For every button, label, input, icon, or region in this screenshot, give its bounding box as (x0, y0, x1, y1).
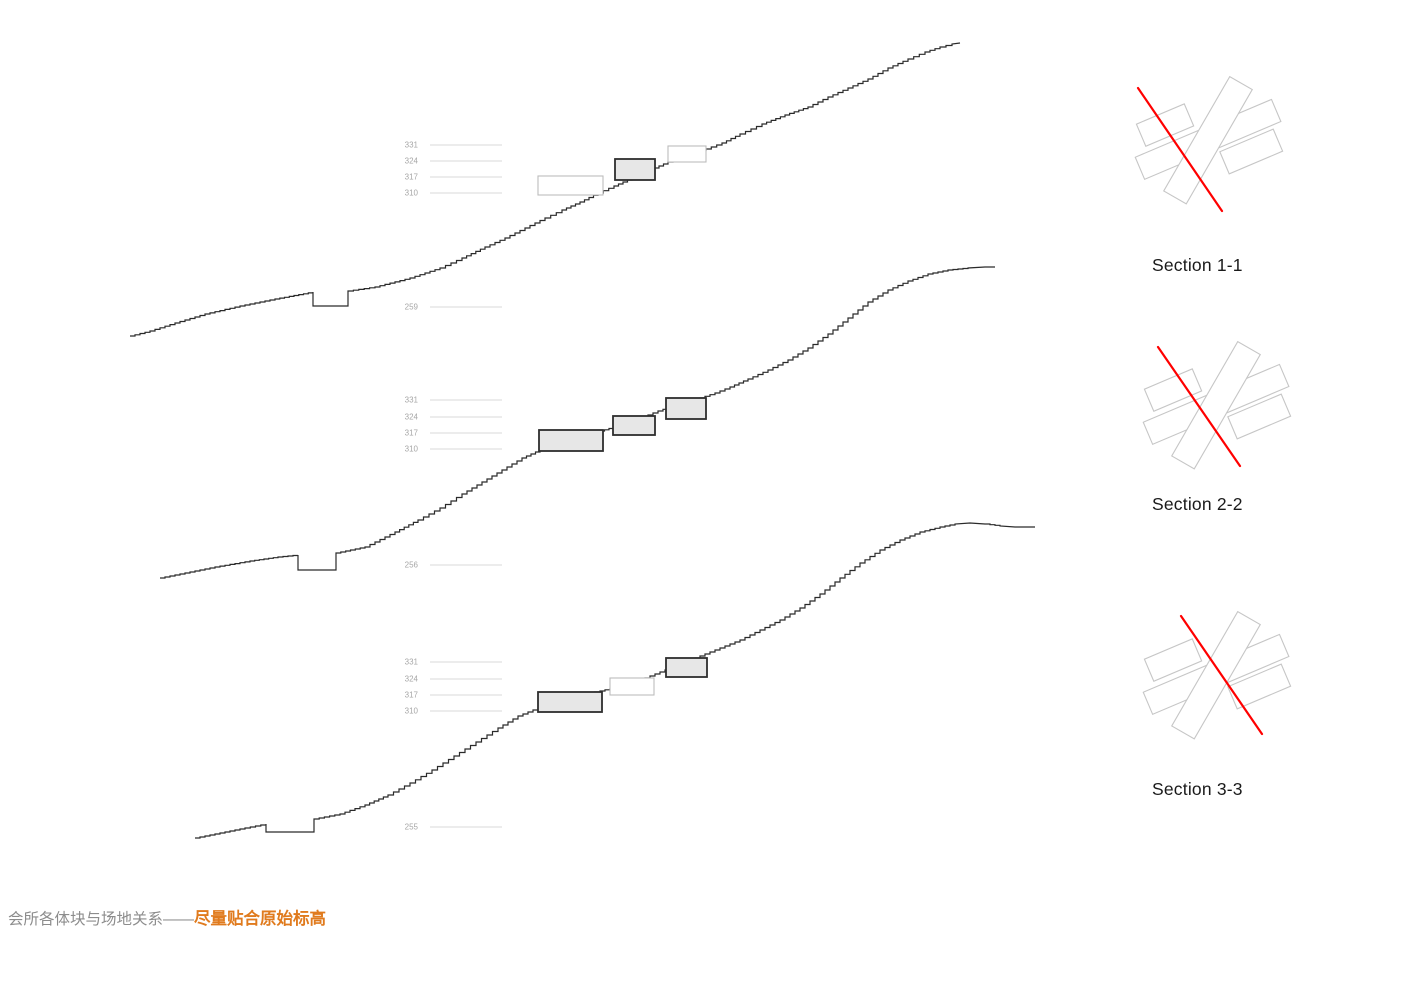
building-block (614, 158, 656, 181)
elevation-label: 324 (405, 157, 419, 166)
section-drawing-1: 331 324 317 310 259 (130, 42, 961, 337)
elevation-label: 331 (405, 141, 419, 150)
terrain-profile-1 (130, 42, 961, 337)
elevation-label: 331 (405, 396, 419, 405)
section-cut-line-3 (1179, 614, 1264, 736)
section-label-3: Section 3-3 (1152, 779, 1243, 799)
building-block-ghost (609, 677, 655, 696)
section-label-1: Section 1-1 (1152, 255, 1243, 275)
elevation-label: 324 (405, 675, 419, 684)
elevation-label: 310 (405, 707, 419, 716)
keyplan-cluster-2 (1142, 341, 1292, 470)
building-block-ghost (537, 175, 604, 196)
caption-highlight: 尽量贴合原始标高 (194, 910, 327, 928)
building-block (537, 691, 603, 713)
building-block (665, 397, 707, 420)
building-block (665, 657, 708, 678)
elevation-label: 310 (405, 445, 419, 454)
elevation-label: 310 (405, 189, 419, 198)
section-label-2: Section 2-2 (1152, 494, 1243, 514)
keyplan-1 (1134, 76, 1284, 213)
building-block-ghost (667, 145, 707, 163)
elevation-label: 324 (405, 413, 419, 422)
section-cut-line-2 (1156, 345, 1242, 468)
elevation-label: 317 (405, 691, 419, 700)
elevation-label: 259 (405, 303, 419, 312)
building-block (612, 415, 656, 436)
caption: 会所各体块与场地关系——尽量贴合原始标高 (8, 905, 326, 929)
keyplan-cluster-1 (1134, 76, 1284, 205)
keyplan-3 (1142, 611, 1292, 740)
elevation-label: 317 (405, 429, 419, 438)
keyplan-2 (1142, 341, 1292, 470)
section-drawing-3: 331 324 317 310 255 (195, 522, 1035, 839)
elevation-label: 331 (405, 658, 419, 667)
section-cut-line-1 (1136, 86, 1224, 213)
keyplan-cluster-3 (1142, 611, 1292, 740)
elevation-label: 255 (405, 823, 419, 832)
caption-text: 会所各体块与场地关系—— (8, 911, 195, 928)
elevation-label: 317 (405, 173, 419, 182)
elevation-label: 256 (405, 561, 419, 570)
building-block (538, 429, 604, 452)
section-drawing-2: 331 324 317 310 256 (160, 266, 995, 579)
terrain-profile-2 (160, 266, 995, 579)
